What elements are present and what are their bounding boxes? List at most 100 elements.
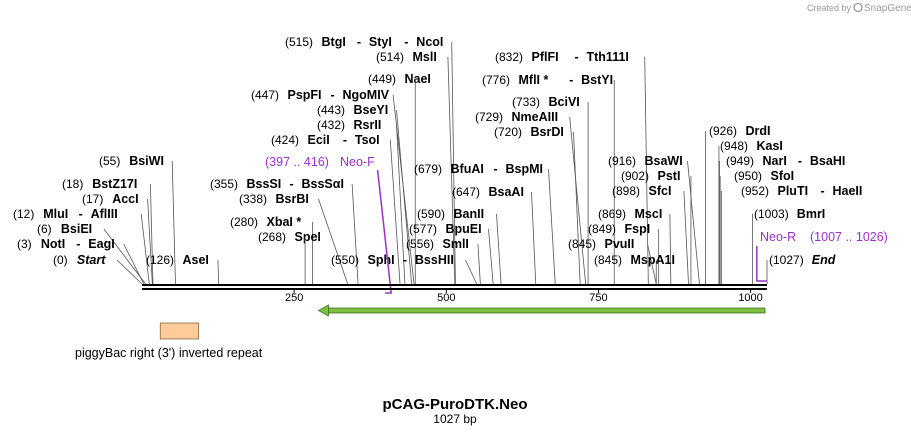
restriction-site[interactable]: (948)KasI [718, 139, 783, 284]
enzyme-name: Start [77, 253, 106, 267]
enzyme-name: BsaWI [645, 154, 683, 168]
restriction-site[interactable]: (679)BfuAI-BspMI [414, 162, 556, 285]
restriction-site[interactable]: (0) Start [53, 253, 143, 285]
site-connector-line [140, 213, 150, 285]
site-position: (556) [406, 237, 434, 251]
restriction-site[interactable]: (647) BsaAI [452, 185, 537, 285]
site-position: (577) [409, 222, 437, 236]
primer-neo-f[interactable]: (397 .. 416)Neo-F [265, 155, 393, 294]
enzyme-name: SfoI [771, 169, 795, 183]
restriction-site[interactable]: (1027)End [766, 253, 836, 284]
enzyme-name: Tth111I [587, 50, 629, 64]
restriction-site[interactable]: (17)AccI [82, 192, 153, 285]
restriction-site[interactable]: (902)PstI [621, 169, 692, 284]
site-position: (550) [331, 253, 359, 267]
site-connector-line [396, 124, 406, 285]
restriction-site[interactable]: (355)BssSI-BssSαI [210, 177, 359, 285]
enzyme-name: MflI * [519, 73, 549, 87]
restriction-sites: (515)BtgI-StyI-NcoI(514)MslI(449)NaeI(44… [13, 35, 862, 285]
site-separator: - [331, 88, 335, 102]
site-position: (18) [62, 177, 83, 191]
enzyme-name: AflIII [91, 207, 118, 221]
site-position: (647) [452, 185, 480, 199]
enzyme-name: BpuEI [446, 222, 482, 236]
site-connector-line [531, 191, 537, 285]
restriction-site[interactable]: (949)NarI-BsaHI [719, 154, 846, 284]
site-connector-line [123, 243, 145, 285]
ruler-tick-label: 1000 [738, 292, 762, 304]
site-position: (268) [258, 230, 286, 244]
restriction-site[interactable]: (18) BstZ17I [62, 177, 154, 285]
restriction-site[interactable]: (916)BsaWI [608, 154, 700, 285]
enzyme-name: AccI [112, 192, 138, 206]
restriction-site[interactable]: (268)SpeI [258, 230, 321, 284]
restriction-site[interactable]: (6)BsiEI [37, 222, 146, 285]
site-separator: - [76, 237, 80, 251]
restriction-site[interactable]: (590)BanII [417, 207, 502, 285]
restriction-site[interactable]: (926)DrdI [705, 124, 771, 284]
site-position: (845) [594, 253, 622, 267]
primer-range: (397 .. 416) [265, 155, 329, 169]
restriction-site[interactable]: (443)BseYI [317, 103, 412, 285]
restriction-site[interactable]: (952)PluTI-HaeII [720, 184, 862, 284]
site-position: (949) [726, 154, 754, 168]
restriction-site[interactable]: (515)BtgI-StyI-NcoI [285, 35, 456, 285]
restriction-site[interactable]: (869)MscI [598, 207, 672, 285]
restriction-site[interactable]: (556)SmlI [406, 237, 481, 285]
enzyme-name: BsiEI [61, 222, 92, 236]
restriction-site[interactable]: (845)PvuII [568, 237, 657, 285]
site-position: (948) [720, 139, 748, 153]
restriction-site[interactable]: (126)AseI [146, 253, 220, 285]
restriction-site[interactable]: (424)EciI-TsoI [271, 133, 401, 285]
restriction-site[interactable]: (432)RsrII [317, 118, 406, 285]
ruler-tick-label: 750 [589, 292, 607, 304]
enzyme-name: MscI [635, 207, 663, 221]
restriction-site[interactable]: (733)BciVI [512, 95, 589, 284]
restriction-site[interactable]: (720) BsrDI [494, 125, 581, 285]
restriction-site[interactable]: (776)MflI *-BstYI [482, 73, 615, 284]
restriction-site[interactable]: (12)MluI-AflIII [13, 207, 150, 285]
restriction-site[interactable]: (950)SfoI [719, 169, 795, 284]
site-position: (443) [317, 103, 345, 117]
primer-neo-r[interactable]: Neo-R(1007 .. 1026) [756, 230, 888, 282]
site-position: (3) [17, 237, 32, 251]
site-connector-line [147, 198, 153, 285]
neo-orf-arrow[interactable] [317, 304, 766, 317]
site-position: (0) [53, 253, 68, 267]
feature-piggybac-itr[interactable]: piggyBac right (3') inverted repeat [75, 322, 263, 360]
enzyme-name: BstZ17I [92, 177, 137, 191]
restriction-site[interactable]: (280)XbaI * [230, 215, 313, 284]
site-position: (926) [709, 124, 737, 138]
restriction-site[interactable]: (832)PflFI-Tth111I [495, 50, 649, 285]
enzyme-name: RsrII [354, 118, 382, 132]
site-separator: - [404, 35, 408, 49]
restriction-site[interactable]: (338)BsrBI [239, 192, 349, 285]
site-position: (280) [230, 215, 258, 229]
restriction-site[interactable]: (729)NmeAIII [475, 110, 587, 285]
enzyme-name: BsrDI [531, 125, 564, 139]
restriction-site[interactable]: (577) BpuEI [409, 222, 494, 285]
site-connector-line [351, 183, 359, 285]
enzyme-name: BsiWI [129, 154, 164, 168]
enzyme-name: PspFI [288, 88, 322, 102]
site-connector-line [477, 243, 481, 285]
restriction-site[interactable]: (845)MspA1I [594, 253, 675, 284]
site-connector-line [465, 259, 478, 285]
restriction-site[interactable]: (55)BsiWI [99, 154, 176, 285]
site-position: (12) [13, 207, 34, 221]
restriction-site[interactable]: (449)NaeI [368, 72, 431, 284]
site-position: (720) [494, 125, 522, 139]
restriction-site[interactable]: (3)NotI-EagI [17, 237, 145, 285]
enzyme-name: BspMI [506, 162, 544, 176]
site-connector-line [447, 56, 456, 285]
restriction-site[interactable]: (849)FspI [588, 222, 660, 284]
enzyme-name: BsaAI [489, 185, 524, 199]
restriction-site[interactable]: (1003)BmrI [751, 207, 825, 284]
restriction-site[interactable]: (514)MslI [376, 50, 456, 285]
site-position: (776) [482, 73, 510, 87]
site-position: (729) [475, 110, 503, 124]
restriction-site[interactable]: (898)SfcI [612, 184, 689, 285]
site-connector-line [116, 259, 143, 285]
created-by-label: Created by [807, 3, 852, 13]
